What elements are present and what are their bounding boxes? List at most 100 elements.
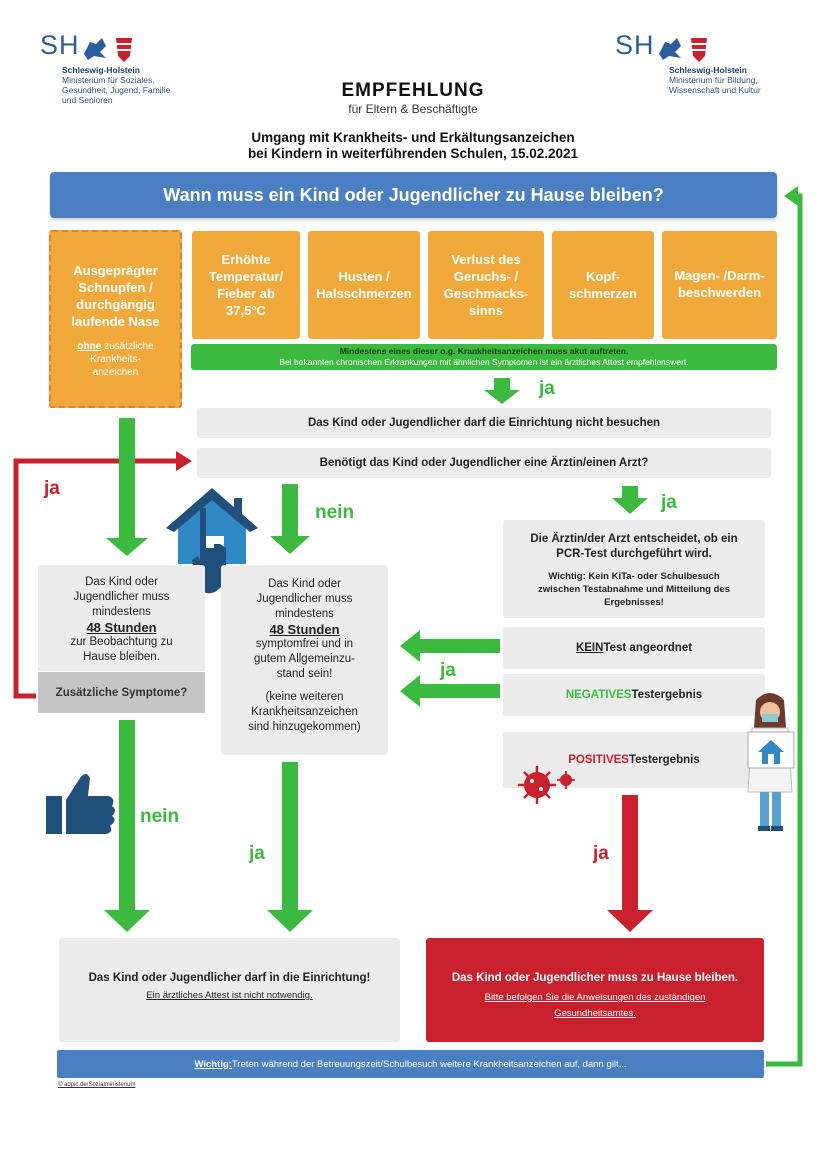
- page-title: EMPFEHLUNG: [341, 80, 485, 101]
- symptom-box-headache: Kopf- schmerzen: [552, 231, 654, 339]
- label-nein-1: nein: [315, 502, 355, 523]
- symptom-2-l3: Geschmacks-: [443, 286, 529, 301]
- obs-l1: Das Kind oder: [85, 576, 158, 588]
- logo-right-line2: Ministerium für Bildung,: [669, 75, 758, 85]
- label-ja-3: ja: [440, 660, 456, 681]
- snuffle-line4: laufende Nase: [71, 314, 160, 329]
- topic: Umgang mit Krankheits- und Erkältungsanz…: [150, 130, 676, 162]
- logo-left-mark: SH: [40, 30, 80, 60]
- snuffle-line1: Ausgeprägter: [73, 263, 158, 278]
- free-l7: stand sein!: [276, 668, 333, 680]
- obs-l4: 48 Stunden: [86, 620, 157, 635]
- free-l9: Krankheitsanzeichen: [251, 706, 358, 718]
- free-l2: Jugendlicher muss: [256, 593, 353, 605]
- symptom-box-stomach: Magen- /Darm- beschwerden: [662, 231, 777, 339]
- symptom-4-l2: beschwerden: [677, 285, 762, 300]
- doctor-warn2: zwischen Testabnahme und Mitteilung des: [538, 584, 730, 595]
- symptom-note-line1: Mindestens eines dieser o.g. Krankheitsa…: [339, 346, 629, 356]
- free-l8: (keine weiteren: [265, 691, 344, 703]
- doctor-warn3: Ergebnisses!: [604, 597, 664, 608]
- snuffle-note-3: anzeichen: [92, 367, 139, 378]
- no-test-box: KEIN Test angeordnet: [503, 627, 765, 669]
- symptom-free-box: Das Kind oder Jugendlicher muss mindeste…: [221, 565, 388, 755]
- positive-rest: Testergebnis: [628, 754, 700, 766]
- symptom-note-line2: Bei bekannten chronischen Erkrankungen m…: [279, 357, 689, 367]
- no-test-emph: KEIN: [575, 642, 604, 654]
- no-visit-box: Das Kind oder Jugendlicher darf die Einr…: [197, 408, 771, 438]
- result-home-box: Das Kind oder Jugendlicher muss zu Hause…: [426, 938, 764, 1042]
- logo-right-line1: Schleswig-Holstein: [669, 65, 747, 75]
- free-l3: mindestens: [275, 608, 334, 620]
- page-subtitle: für Eltern & Beschäftigte: [348, 102, 478, 116]
- free-l6: gutem Allgemeinzu-: [254, 653, 355, 665]
- symptom-1-l2: Halsschmerzen: [316, 286, 412, 301]
- doctor-warn1: Wichtig: Kein KiTa- oder Schulbesuch: [548, 571, 720, 582]
- result-ok-box: Das Kind oder Jugendlicher darf in die E…: [59, 938, 400, 1042]
- snuffle-line2: Schnupfen /: [78, 280, 153, 295]
- symptom-0-l3: Fieber ab: [217, 286, 275, 301]
- no-test-rest: Test angeordnet: [603, 642, 693, 654]
- label-ja-red-2: ja: [44, 478, 60, 499]
- red-loop-arrow-head: [176, 451, 192, 471]
- snuffle-box: Ausgeprägter Schnupfen / durchgängig lau…: [49, 230, 182, 408]
- symptom-3-l2: schmerzen: [569, 286, 637, 301]
- question-bar: Wann muss ein Kind oder Jugendlicher zu …: [50, 172, 777, 218]
- logo-right-mark: SH: [615, 30, 655, 60]
- symptom-box-cough: Husten / Halsschmerzen: [308, 231, 420, 339]
- topic-line1: Umgang mit Krankheits- und Erkältungsanz…: [251, 130, 575, 145]
- coat-of-arms-icon: [659, 38, 707, 62]
- result-ok-line1: Das Kind oder Jugendlicher darf in die E…: [88, 972, 371, 984]
- negative-emph: NEGATIVES: [565, 689, 632, 701]
- symptom-0-l2: Temperatur/: [208, 269, 284, 284]
- obs-l2: Jugendlicher muss: [73, 591, 170, 603]
- need-doctor-box: Benötigt das Kind oder Jugendlicher eine…: [197, 448, 771, 478]
- coat-of-arms-icon: [84, 38, 132, 62]
- free-l5: symptomfrei und in: [255, 638, 354, 650]
- snuffle-note-1: zusätzliche: [104, 341, 154, 352]
- symptom-box-smell: Verlust des Geruchs- / Geschmacks- sinns: [428, 231, 544, 339]
- symptom-2-l4: sinns: [469, 303, 503, 318]
- obs-l5: zur Beobachtung zu: [70, 636, 173, 648]
- logo-right: SH Schleswig-Holstein Ministerium für Bi…: [615, 30, 785, 95]
- free-l4: 48 Stunden: [269, 622, 340, 637]
- label-ja-1: ja: [539, 378, 555, 399]
- label-ja-red-1: ja: [593, 843, 609, 864]
- obs-l6: Hause bleiben.: [83, 651, 160, 663]
- bottom-note-rest: Treten während der Betreuungszeit/Schulb…: [231, 1058, 627, 1070]
- symptom-2-l1: Verlust des: [451, 252, 521, 267]
- doctor-line2: PCR-Test durchgeführt wird.: [556, 548, 712, 560]
- symptom-note: Mindestens eines dieser o.g. Krankheitsa…: [191, 344, 777, 370]
- negative-test-box: NEGATIVES Testergebnis: [503, 674, 765, 716]
- logo-right-line3: Wissenschaft und Kultur: [669, 85, 761, 95]
- logo-left-line2: Ministerium für Soziales,: [62, 75, 155, 85]
- label-nein-2: nein: [140, 806, 180, 827]
- result-home-line3: Gesundheitsamtes.: [554, 1008, 636, 1019]
- symptom-3-l1: Kopf-: [586, 269, 620, 284]
- snuffle-line3: durchgängig: [76, 297, 155, 312]
- symptom-1-l1: Husten /: [338, 269, 390, 284]
- result-ok-line2: Ein ärztliches Attest ist nicht notwendi…: [146, 990, 313, 1001]
- result-home-line1: Das Kind oder Jugendlicher muss zu Hause…: [451, 972, 739, 984]
- bottom-note-emph: Wichtig:: [194, 1058, 232, 1070]
- symptom-4-l1: Magen- /Darm-: [674, 268, 765, 283]
- symptom-2-l2: Geruchs- /: [453, 269, 519, 284]
- observation-box: Das Kind oder Jugendlicher muss mindeste…: [38, 565, 205, 671]
- topic-line2: bei Kindern in weiterführenden Schulen, …: [247, 146, 579, 161]
- image-credit: © adpic.de/Sozialministerium: [58, 1082, 136, 1088]
- doctor-decision-box: Die Ärztin/der Arzt entscheidet, ob ein …: [503, 520, 765, 618]
- bottom-note-bar: Wichtig: Treten während der Betreuungsze…: [57, 1050, 764, 1078]
- logo-left-line3: Gesundheit, Jugend, Familie: [62, 85, 171, 95]
- logo-left-line4: und Senioren: [62, 95, 113, 105]
- label-ja-4: ja: [249, 843, 265, 864]
- positive-emph: POSITIVES: [568, 754, 629, 766]
- symptom-0-l1: Erhöhte: [221, 252, 271, 267]
- snuffle-note-2: Krankheits-: [90, 354, 141, 365]
- snuffle-note-emph: ohne: [77, 341, 102, 352]
- extra-symptoms-question: Zusätzliche Symptome?: [38, 672, 205, 713]
- header: EMPFEHLUNG für Eltern & Beschäftigte: [250, 80, 576, 116]
- label-ja-2: ja: [661, 492, 677, 513]
